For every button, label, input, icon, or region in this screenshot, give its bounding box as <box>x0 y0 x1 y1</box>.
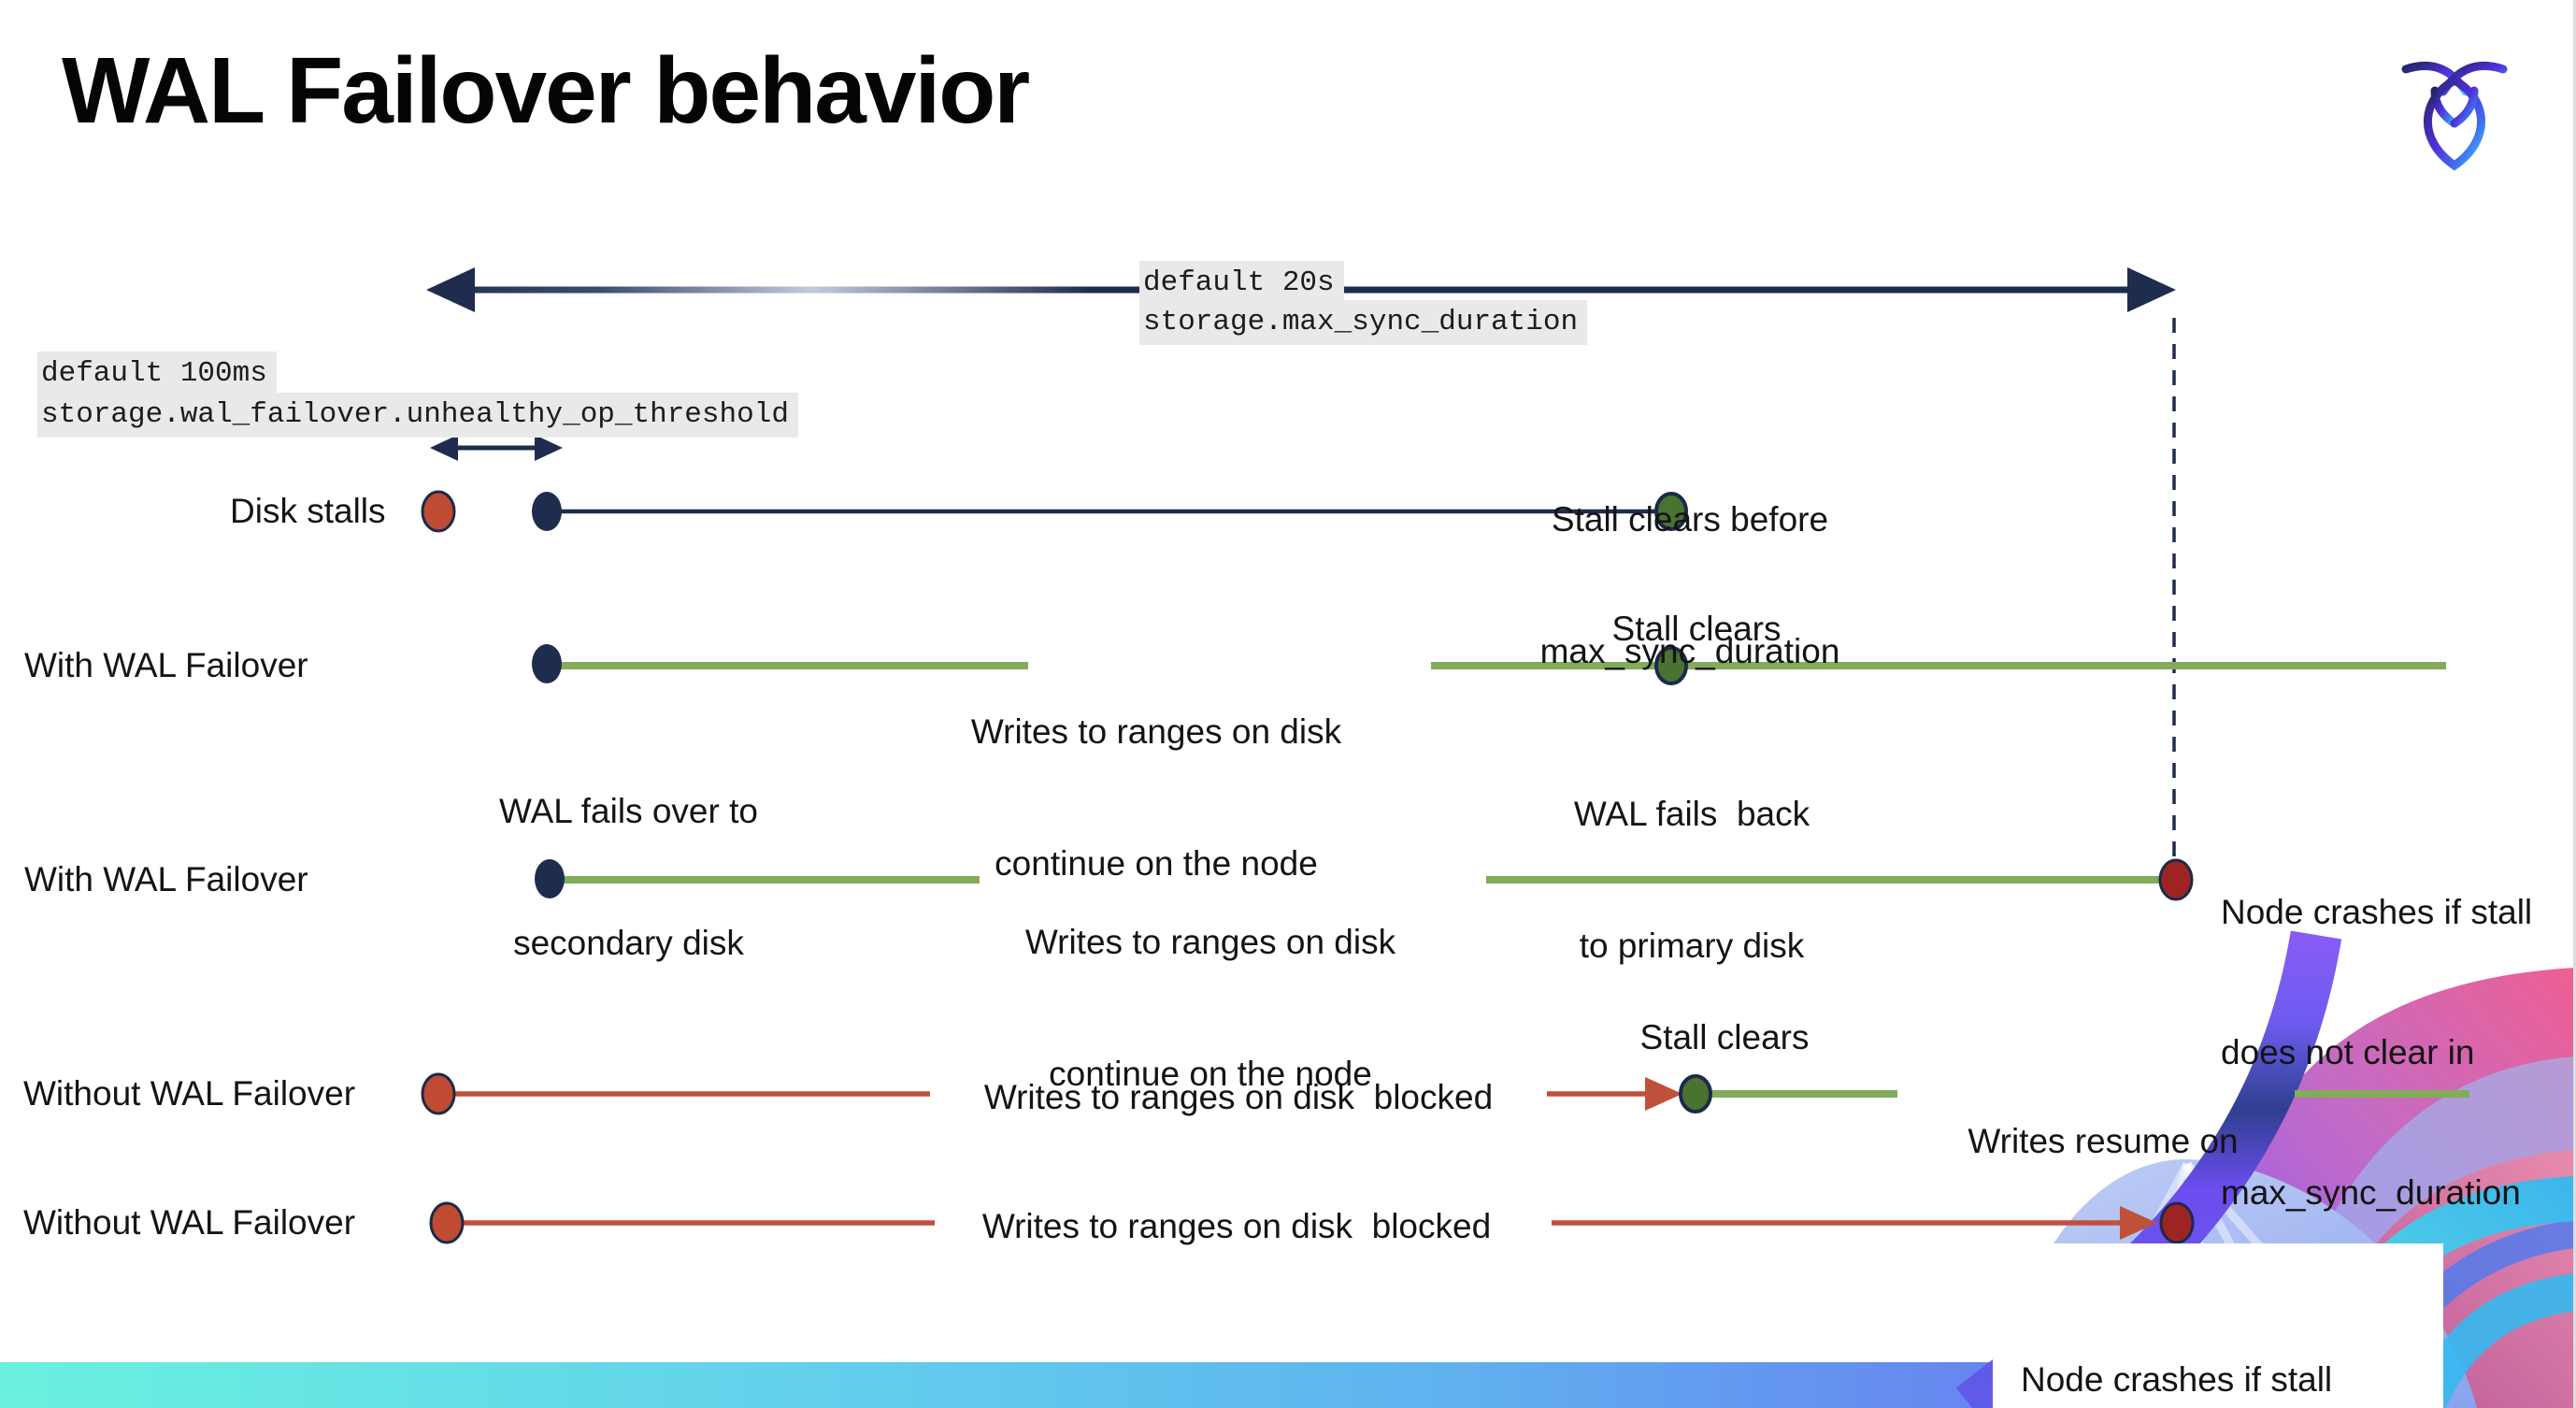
note-stall-clears-before: Stall clears before max_sync_duration <box>1475 409 1905 761</box>
unhealthy-op-threshold-arrow <box>430 435 563 461</box>
note-node-crashes-row5: Node crashes if stall does not clear in … <box>2021 1268 2443 1408</box>
timeline-without-wal-failover-2 <box>429 1201 2195 1244</box>
arrow-head-left-icon <box>426 267 475 312</box>
note-wal-fails-back: WAL fails back to primary disk <box>1505 704 1879 1056</box>
wal-failover-dot <box>532 644 562 683</box>
note-writes-continue-row2: Writes to ranges on disk continue on the… <box>946 622 1367 973</box>
note-stall-clears-row4: Stall clears <box>1639 1018 1810 1056</box>
cockroachdb-logo-icon <box>2401 62 2508 171</box>
note-writes-blocked-row4: Writes to ranges on disk blocked <box>983 1078 1494 1116</box>
note-line: WAL fails back <box>1573 795 1810 833</box>
note-line: max_sync_duration <box>1539 632 1840 670</box>
note-line: secondary disk <box>513 924 744 962</box>
node-crash-callout: Node crashes if stall does not clear in … <box>1993 1243 2443 1408</box>
max-sync-duration-setting-label: storage.max_sync_duration <box>1139 300 1588 345</box>
wal-failover-dot <box>535 859 565 898</box>
page-title: WAL Failover behavior <box>62 38 1030 143</box>
note-line: Node crashes if stall <box>2021 1360 2333 1399</box>
note-line: to primary disk <box>1579 927 1805 965</box>
unhealthy-op-threshold-default-label: default 100ms <box>37 352 277 396</box>
note-stall-clears-row2: Stall clears <box>1611 610 1782 648</box>
arrow-head-right-icon <box>1645 1077 1682 1111</box>
note-line: Stall clears before <box>1551 500 1829 539</box>
row-label-with-wal-failover-2: With WAL Failover <box>24 860 308 898</box>
arrow-head-right-icon <box>535 435 563 461</box>
node-crash-dot <box>2159 1201 2195 1244</box>
timeline-with-wal-failover-2 <box>535 858 2194 901</box>
note-line: Node crashes if stall <box>2221 893 2533 931</box>
note-line: continue on the node <box>995 844 1318 883</box>
arrow-head-right-icon <box>2120 1206 2157 1240</box>
stall-clears-dot <box>1679 1074 1712 1113</box>
timeline-without-wal-failover-1 <box>421 1072 2469 1115</box>
note-writes-blocked-row5: Writes to ranges on disk blocked <box>981 1207 1492 1245</box>
row-label-without-wal-failover-2: Without WAL Failover <box>23 1203 356 1242</box>
note-line: Writes to ranges on disk <box>1024 923 1396 961</box>
note-writes-continue-row3: Writes to ranges on disk continue on the… <box>1000 832 1421 1184</box>
stall-start-dot <box>421 1072 456 1115</box>
stall-start-dot <box>429 1201 465 1244</box>
note-line: Writes resume on <box>1968 1122 2239 1160</box>
timeline-with-wal-failover-1 <box>532 644 2446 685</box>
failover-threshold-dot <box>532 492 562 531</box>
note-line: Writes to ranges on disk <box>970 712 1342 751</box>
note-line: max_sync_duration <box>2221 1173 2521 1212</box>
stall-start-dot <box>421 490 456 533</box>
max-sync-duration-default-label: default 20s <box>1139 261 1344 306</box>
row-label-without-wal-failover-1: Without WAL Failover <box>23 1074 356 1113</box>
note-line: WAL fails over to <box>499 792 758 830</box>
note-wal-fails-over: WAL fails over to secondary disk <box>439 701 818 1053</box>
row-label-disk-stalls: Disk stalls <box>230 492 386 530</box>
unhealthy-op-threshold-setting-label: storage.wal_failover.unhealthy_op_thresh… <box>37 393 798 438</box>
timeline-disk-stalls <box>421 490 1688 533</box>
note-node-crashes-row3: Node crashes if stall does not clear in … <box>2221 796 2573 1310</box>
logo-branch-left <box>2430 86 2459 128</box>
row-label-with-wal-failover-1: With WAL Failover <box>24 646 308 684</box>
arrow-head-left-icon <box>430 435 458 461</box>
note-line: does not clear in <box>2221 1033 2475 1071</box>
node-crash-dot <box>2158 858 2194 901</box>
stall-clears-dot <box>1654 492 1688 531</box>
arrow-head-right-icon <box>2127 267 2176 312</box>
stall-clears-dot <box>1654 646 1688 685</box>
note-line: continue on the node <box>1049 1055 1372 1093</box>
logo-branch-right <box>2450 86 2479 128</box>
